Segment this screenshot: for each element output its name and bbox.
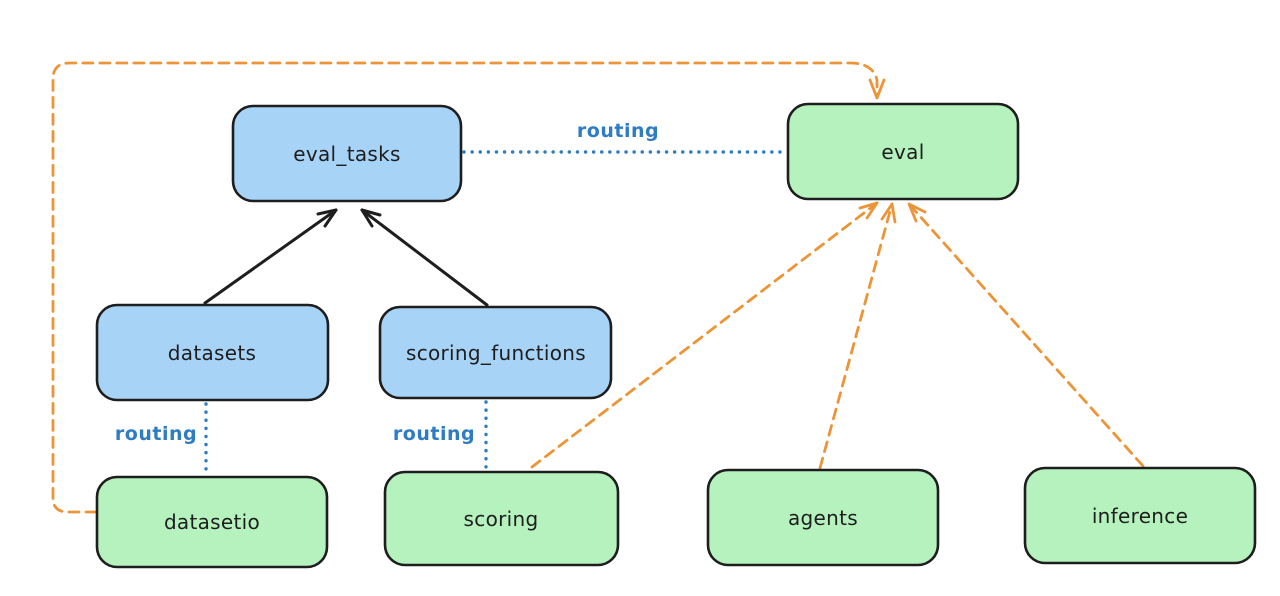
node-inference-label: inference: [1092, 504, 1188, 528]
node-agents-box: [706, 468, 940, 567]
edge-agents-to-eval-path: [818, 202, 894, 470]
edge-scoring-functions-to-eval-tasks: [360, 208, 489, 307]
node-agents-label: agents: [788, 506, 858, 530]
node-inference-box: [1023, 466, 1257, 565]
edge-datasets-to-eval-tasks-path: [203, 208, 338, 305]
node-eval-tasks: eval_tasks: [231, 104, 463, 203]
edge-scoring-to-eval: [530, 201, 879, 469]
edge-inference-to-eval-path: [907, 202, 1145, 468]
node-scoring-label: scoring: [464, 507, 539, 531]
node-agents: agents: [706, 468, 940, 567]
node-scoring-functions-box: [378, 305, 613, 400]
node-scoring: scoring: [383, 470, 620, 567]
edge-scoring-functions-to-eval-tasks-path: [360, 208, 489, 307]
node-scoring-box: [383, 470, 620, 567]
node-datasets-box: [95, 303, 330, 402]
node-eval: eval: [786, 102, 1020, 201]
arrowhead-inference-into-eval: [907, 202, 927, 223]
node-scoring-functions-label: scoring_functions: [406, 341, 586, 365]
node-scoring-functions: scoring_functions: [378, 305, 613, 400]
arrowhead-datasets-into-eval-tasks: [316, 208, 338, 228]
edge-datasetio-to-eval-path: [51, 61, 879, 514]
node-datasets: datasets: [95, 303, 330, 402]
node-inference: inference: [1023, 466, 1257, 565]
edge-agents-to-eval: [818, 202, 897, 470]
node-datasetio-label: datasetio: [164, 510, 260, 534]
node-eval-tasks-box: [231, 104, 463, 203]
routing-label-top: routing: [577, 120, 659, 142]
arrowhead-into-eval-top: [868, 78, 886, 100]
arrowhead-scoring-functions-into-eval-tasks: [360, 208, 382, 228]
arrowhead-agents-into-eval: [880, 202, 897, 224]
edge-datasetio-to-eval: [51, 61, 886, 514]
edge-scoring-to-eval-path: [530, 201, 879, 469]
edge-datasets-to-eval-tasks: [203, 208, 338, 305]
edge-inference-to-eval: [907, 202, 1145, 468]
routing-label-datasets: routing: [115, 423, 197, 445]
node-eval-tasks-label: eval_tasks: [293, 142, 400, 166]
node-datasets-label: datasets: [168, 341, 256, 365]
arrowhead-scoring-into-eval: [858, 201, 879, 220]
node-eval-label: eval: [881, 140, 924, 164]
node-datasetio: datasetio: [95, 475, 329, 569]
routing-label-scoring: routing: [393, 423, 475, 445]
node-eval-box: [786, 102, 1020, 201]
node-datasetio-box: [95, 475, 329, 569]
